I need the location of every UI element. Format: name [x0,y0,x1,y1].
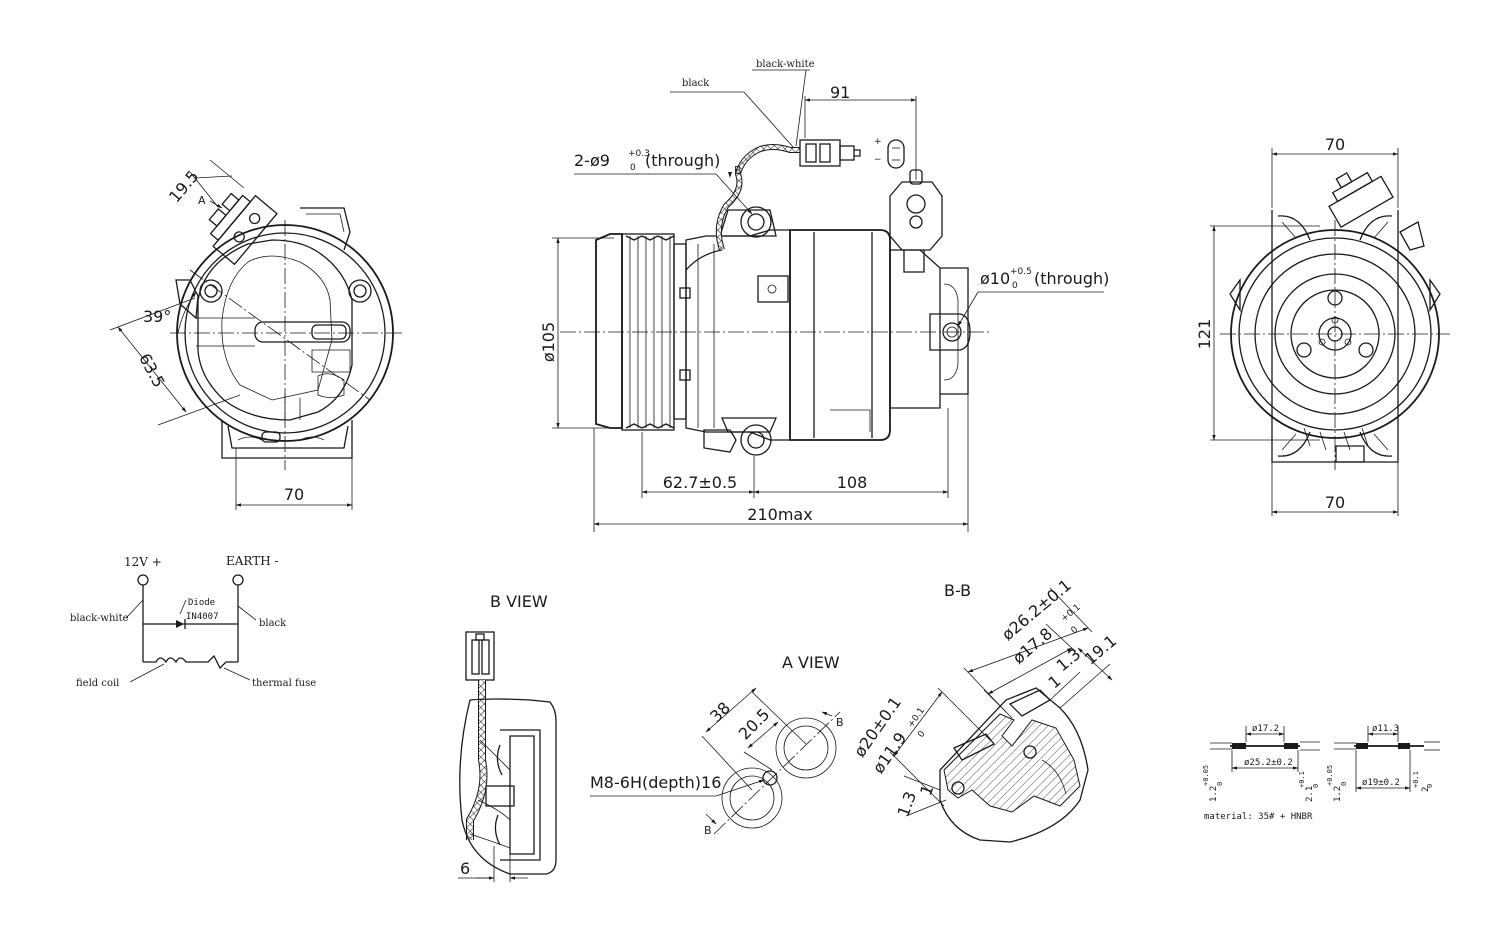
seals: ø17.2 ø25.2±0.2 1.2 +0.05 0 2.1 +0.1 0 ø… [1202,724,1440,822]
b-view: B VIEW 6 [458,592,557,882]
rear-dim-top: 70 [1325,135,1345,154]
a-view-dim-38: 38 [706,698,734,726]
circuit-label-black-white: black-white [70,613,129,624]
side-hole-2: ø10 [980,269,1010,288]
b-view-title: B VIEW [490,592,548,611]
circuit-label-earth: EARTH - [226,554,279,568]
seal1-thick-up: +0.05 [1202,765,1210,786]
seal2-thick-up: +0.05 [1326,765,1334,786]
side-hole-1-note: (through) [645,151,720,170]
side-dim-connector: 91 [830,83,850,102]
rear-view: 70 121 70 [1195,135,1450,516]
seal2-height: 2 [1421,787,1431,792]
wire-label-black-white: black-white [756,59,815,70]
circuit-label-12v: 12V + [124,555,162,569]
seal2-thick-dn: 0 [1340,782,1348,786]
side-hole-1-tol-dn: 0 [630,163,636,173]
rear-dim-bottom: 70 [1325,493,1345,512]
bb-dim-1-3b: 1.3 [894,789,921,819]
a-view-label-b1: B [836,716,844,729]
a-view: A VIEW B B 38 20.5 M8-6H(depth)16 [590,653,844,837]
seal2-outer: ø19±0.2 [1362,778,1400,788]
bb-section: B-B ø26.2±0.1 ø17.8 +0.1 0 19.1 1.3 1 ø2… [850,575,1121,843]
a-view-thread: M8-6H(depth)16 [590,773,721,792]
seal2-inner: ø11.3 [1372,724,1399,734]
connector-plus: + [874,137,882,147]
seal1-height: 2.1 [1305,786,1315,802]
side-hole-2-note: (through) [1034,269,1109,288]
side-dim-front: 62.7±0.5 [663,473,737,492]
front-dim-angle: 39° [143,307,171,326]
bb-title: B-B [944,581,971,600]
seal2-height-dn: 0 [1426,784,1434,788]
side-hole-1: 2-ø9 [574,151,610,170]
bb-dim-19-1: 19.1 [1081,631,1121,668]
front-dim-offset: 19.5 [165,167,202,207]
seal2-thick: 1.2 [1333,786,1343,802]
circuit-label-diode-part: IN4007 [186,612,219,622]
side-hole-1-tol-up: +0.3 [628,149,650,159]
side-hole-2-tol-dn: 0 [1012,281,1018,291]
a-view-label-b2: B [704,824,712,837]
side-dim-body: 108 [837,473,868,492]
seal1-thick-dn: 0 [1216,782,1224,786]
seals-material: material: 35# + HNBR [1204,812,1313,822]
circuit-label-field-coil: field coil [76,678,119,689]
side-label-b: B [734,164,742,177]
b-view-dim: 6 [460,859,470,878]
circuit-diagram: 12V + EARTH - Diode IN4007 black-white b… [70,554,316,689]
seal1-thick: 1.2 [1209,786,1219,802]
front-dim-width: 70 [284,485,304,504]
circuit-label-black: black [259,618,287,629]
bb-dim-11-9-dn: 0 [916,729,928,740]
bb-dim-17-8-dn: 0 [1070,625,1081,637]
wire-label-black: black [682,78,710,89]
rear-dim-height: 121 [1195,319,1214,350]
side-dim-pulley: ø105 [539,322,558,362]
side-hole-2-tol-up: +0.5 [1010,267,1032,277]
circuit-label-thermal-fuse: thermal fuse [252,678,316,689]
bb-dim-11-9-up: +0.1 [906,706,927,730]
front-label-a: A [198,194,206,207]
a-view-dim-20-5: 20.5 [735,705,774,744]
side-view: + − black black-white 91 2-ø9 +0.3 0 (th… [539,59,1109,532]
bb-dim-17-8-up: +0.1 [1060,603,1083,625]
side-dim-total: 210max [747,505,812,524]
connector-minus: − [874,155,882,165]
seal2-height-up: +0.1 [1412,771,1420,788]
front-view: 70 63.5 39° 19.5 A [109,159,405,510]
seal1-height-up: +0.1 [1298,771,1306,788]
seal1-height-dn: 0 [1312,784,1320,788]
circuit-label-diode: Diode [188,598,215,608]
seal1-inner: ø17.2 [1252,724,1279,734]
a-view-title: A VIEW [782,653,840,672]
seal1-outer: ø25.2±0.2 [1244,758,1293,768]
